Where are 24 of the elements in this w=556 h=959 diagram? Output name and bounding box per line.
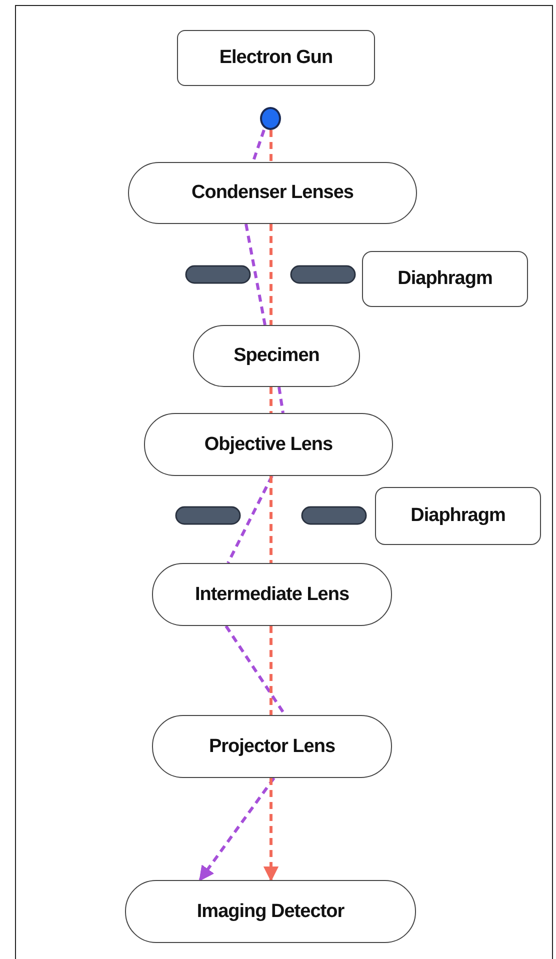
ray-line bbox=[244, 224, 266, 326]
ray-line bbox=[226, 475, 274, 564]
ray-line bbox=[198, 777, 276, 882]
ray-line bbox=[270, 130, 272, 162]
component-label: Imaging Detector bbox=[196, 900, 344, 922]
ray-line bbox=[270, 476, 272, 563]
ray-line bbox=[252, 130, 266, 162]
component-box bbox=[375, 487, 541, 545]
component-label: Diaphragm bbox=[410, 505, 506, 527]
component-label: Diaphragm bbox=[398, 268, 492, 290]
ray-line bbox=[264, 778, 278, 882]
component-label: Intermediate Lens bbox=[194, 584, 350, 606]
ray-line bbox=[278, 386, 284, 414]
ray-line bbox=[270, 387, 272, 413]
component-label: Condenser Lenses bbox=[192, 182, 354, 204]
ray-line bbox=[270, 224, 272, 325]
component-label: Projector Lens bbox=[208, 736, 336, 758]
ray-line bbox=[270, 626, 272, 715]
component-label: Objective Lens bbox=[204, 434, 333, 456]
component-box bbox=[362, 251, 528, 307]
source-dot bbox=[260, 107, 281, 130]
component-label: Specimen bbox=[234, 345, 320, 367]
component-box bbox=[177, 30, 375, 86]
component-label: Electron Gun bbox=[219, 47, 333, 69]
